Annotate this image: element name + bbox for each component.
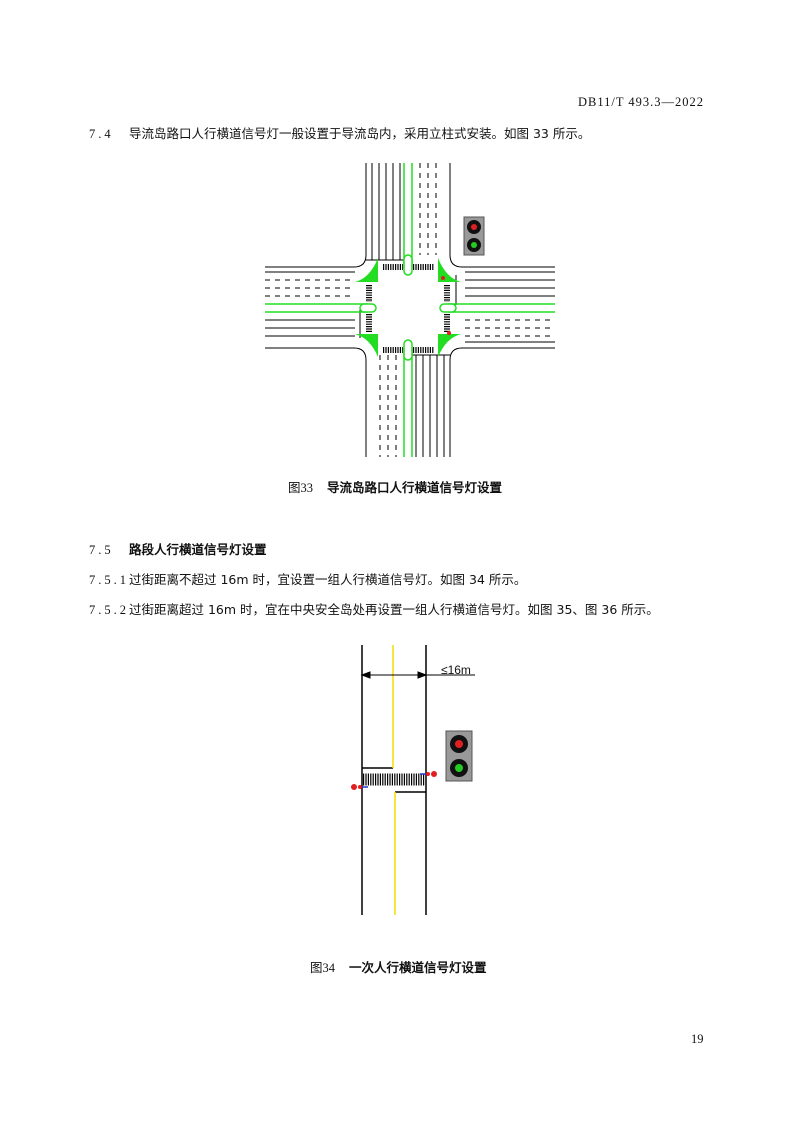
- section-7-5-1: 7.5.1过街距离不超过 16m 时，宜设置一组人行横道信号灯。如图 34 所示…: [89, 569, 526, 588]
- section-number: 7.5: [89, 543, 114, 557]
- section-7-5-2: 7.5.2过街距离超过 16m 时，宜在中央安全岛处再设置一组人行横道信号灯。如…: [89, 599, 659, 618]
- document-id: DB11/T 493.3—2022: [577, 95, 704, 109]
- figure-33-caption: 图33 导流岛路口人行横道信号灯设置: [288, 477, 502, 496]
- page-number: 19: [691, 1032, 704, 1046]
- figure-title: 一次人行横道信号灯设置: [349, 960, 487, 975]
- section-7-5: 7.5 路段人行横道信号灯设置: [89, 539, 267, 558]
- figure-34-caption: 图34 一次人行横道信号灯设置: [310, 957, 487, 976]
- pedestrian-signal-icon: [445, 730, 473, 782]
- section-number: 7.5.2: [89, 603, 129, 617]
- section-number: 7.5.1: [89, 573, 129, 587]
- figure-label: 图34: [310, 961, 336, 975]
- section-number: 7.4: [89, 127, 114, 141]
- section-text: 过街距离不超过 16m 时，宜设置一组人行横道信号灯。如图 34 所示。: [129, 572, 527, 587]
- section-heading: 路段人行横道信号灯设置: [129, 542, 267, 557]
- section-7-4: 7.4 导流岛路口人行横道信号灯一般设置于导流岛内，采用立柱式安装。如图 33 所…: [89, 123, 590, 142]
- section-text: 过街距离超过 16m 时，宜在中央安全岛处再设置一组人行横道信号灯。如图 35、…: [129, 602, 659, 617]
- figure-label: 图33: [288, 481, 314, 495]
- figure-title: 导流岛路口人行横道信号灯设置: [327, 480, 503, 495]
- figure-34-midblock-crossing-diagram: [351, 645, 475, 915]
- pedestrian-signal-icon: [463, 216, 485, 256]
- figure-33-intersection-diagram: [265, 163, 555, 457]
- dimension-label: ≤16m: [441, 663, 471, 677]
- section-text: 导流岛路口人行横道信号灯一般设置于导流岛内，采用立柱式安装。如图 33 所示。: [129, 126, 591, 141]
